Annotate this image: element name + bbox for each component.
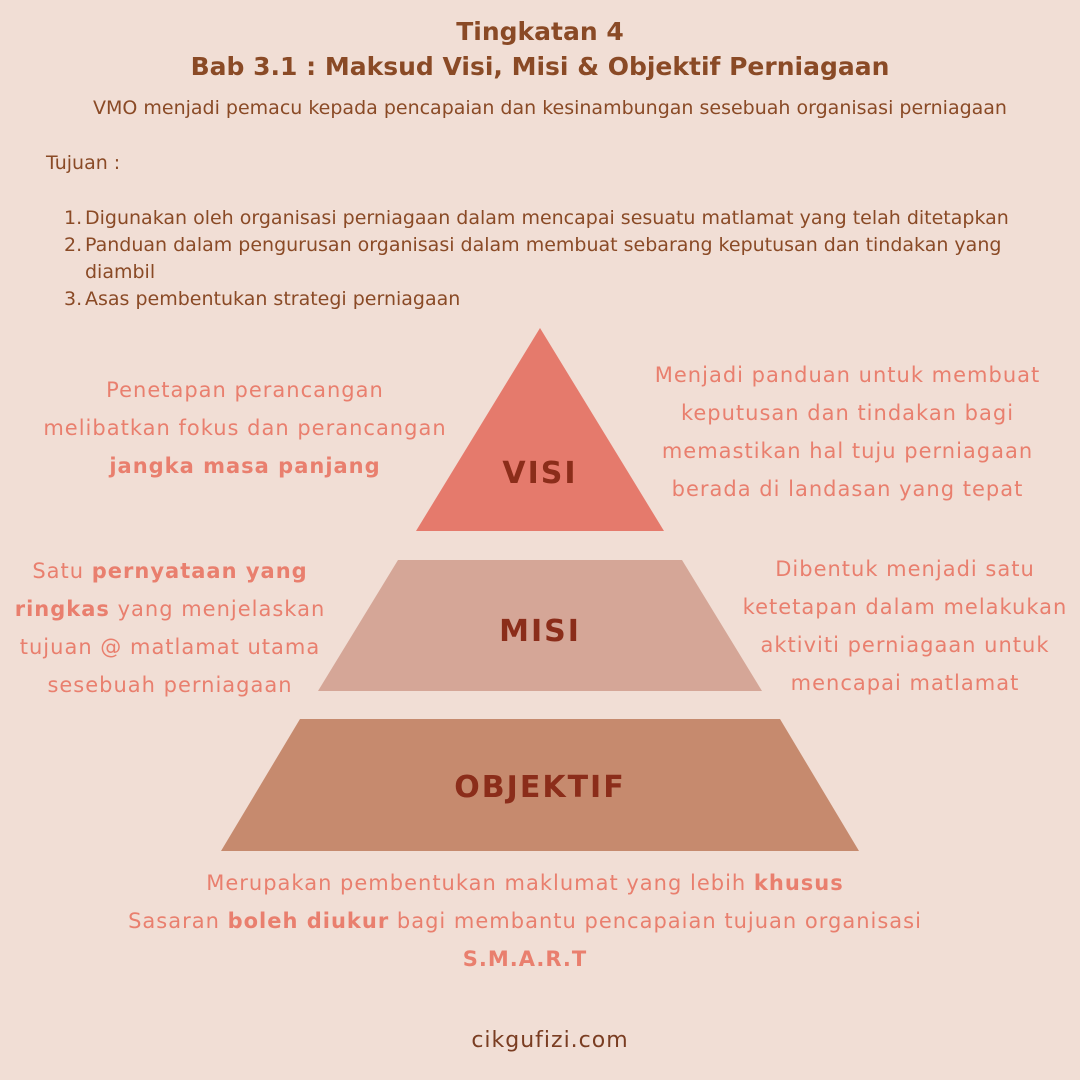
list-number: 3. — [64, 288, 83, 310]
visi-label: VISI — [502, 456, 578, 491]
visi-right-description: Menjadi panduan untuk membuat keputusan … — [640, 356, 1055, 508]
objektif-emphasis: khusus — [753, 871, 844, 895]
visi-left-line: Penetapan perancangan — [106, 378, 384, 402]
visi-left-line: melibatkan fokus dan perancangan — [43, 416, 447, 440]
misi-left-description: Satu pernyataan yang ringkas yang menjel… — [10, 552, 330, 704]
misi-left-emphasis: ringkas — [14, 597, 110, 621]
list-number: 1. — [64, 207, 83, 229]
list-text: Digunakan oleh organisasi perniagaan dal… — [85, 207, 1009, 229]
misi-left-emphasis: pernyataan yang — [91, 559, 308, 583]
visi-left-emphasis: jangka masa panjang — [109, 454, 381, 478]
objektif-label: OBJEKTIF — [454, 770, 626, 805]
misi-right-line: aktiviti perniagaan untuk — [760, 633, 1050, 657]
objektif-text: Sasaran — [128, 909, 220, 933]
list-number: 2. — [64, 234, 83, 256]
visi-left-description: Penetapan perancangan melibatkan fokus d… — [30, 371, 460, 485]
objektif-tier-shape — [221, 719, 859, 851]
list-text: Asas pembentukan strategi perniagaan — [85, 288, 461, 310]
misi-left-line: tujuan @ matlamat utama — [19, 635, 321, 659]
misi-left-line: sesebuah perniagaan — [47, 673, 293, 697]
website-footer: cikgufizi.com — [471, 1028, 629, 1053]
misi-right-line: Dibentuk menjadi satu — [775, 557, 1035, 581]
list-item: 2. Panduan dalam pengurusan organisasi d… — [64, 232, 1054, 286]
objektif-emphasis: S.M.A.R.T — [462, 947, 588, 971]
objektif-text: bagi membantu pencapaian tujuan organisa… — [396, 909, 922, 933]
misi-right-line: mencapai matlamat — [790, 671, 1020, 695]
page-title: Tingkatan 4 — [456, 17, 624, 46]
objektif-text: Merupakan pembentukan maklumat yang lebi… — [206, 871, 747, 895]
tujuan-label: Tujuan : — [46, 152, 121, 174]
objektif-description: Merupakan pembentukan maklumat yang lebi… — [0, 864, 1050, 978]
list-text: Panduan dalam pengurusan organisasi dala… — [85, 234, 1002, 283]
visi-tier-shape — [416, 328, 664, 531]
misi-tier-shape — [318, 560, 762, 691]
misi-right-line: ketetapan dalam melakukan — [742, 595, 1068, 619]
objektif-emphasis: boleh diukur — [227, 909, 390, 933]
misi-left-text: yang menjelaskan — [117, 597, 326, 621]
misi-label: MISI — [499, 614, 581, 649]
subtitle: VMO menjadi pemacu kepada pencapaian dan… — [93, 97, 1007, 119]
misi-left-text: Satu — [32, 559, 85, 583]
list-item: 1. Digunakan oleh organisasi perniagaan … — [64, 205, 1054, 232]
misi-right-description: Dibentuk menjadi satu ketetapan dalam me… — [730, 550, 1080, 702]
chapter-title: Bab 3.1 : Maksud Visi, Misi & Objektif P… — [190, 52, 890, 81]
visi-right-line: keputusan dan tindakan bagi — [680, 401, 1015, 425]
visi-right-line: memastikan hal tuju perniagaan — [661, 439, 1034, 463]
list-item: 3. Asas pembentukan strategi perniagaan — [64, 286, 1054, 313]
visi-right-line: Menjadi panduan untuk membuat — [654, 363, 1041, 387]
visi-right-line: berada di landasan yang tepat — [671, 477, 1024, 501]
